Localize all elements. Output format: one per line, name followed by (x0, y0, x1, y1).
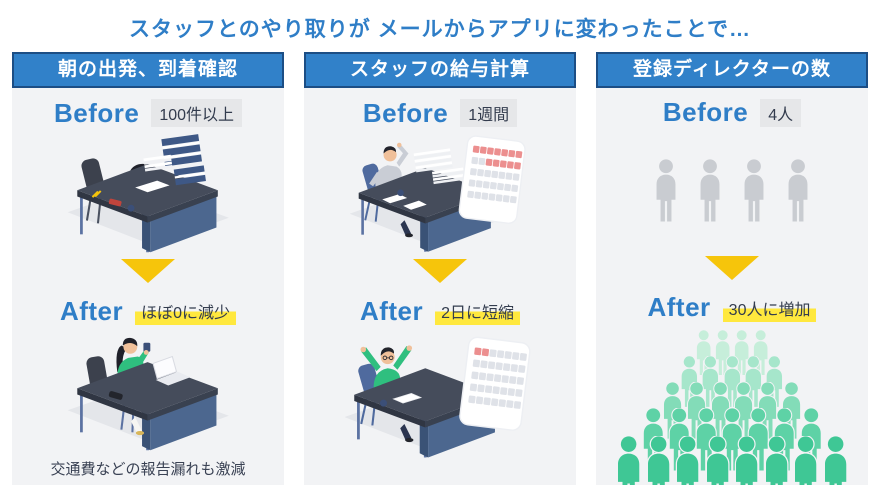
before-value: 100件以上 (151, 99, 243, 127)
page-title: スタッフとのやり取りが メールからアプリに変わったことで… (129, 18, 751, 41)
relaxed-desk-scene (68, 337, 230, 452)
after-value: 2日に短縮 (435, 297, 521, 325)
down-arrow-icon (413, 259, 467, 283)
columns-container: 朝の出発、到着確認 Before 100件以上 (0, 52, 880, 485)
before-label: Before (662, 97, 749, 128)
panel-payroll: スタッフの給与計算 Before 1週間 (304, 52, 576, 485)
stressed-desk-scene (350, 135, 527, 254)
before-label: Before (53, 97, 140, 128)
person-icon (738, 159, 770, 223)
crowd-row (611, 436, 854, 486)
directors-after-crowd (596, 330, 868, 486)
before-value: 4人 (760, 98, 802, 127)
after-label: After (59, 295, 124, 326)
calendar-after-icon (458, 336, 531, 431)
after-value: ほぼ0に減少 (135, 297, 237, 325)
after-label: After (359, 295, 424, 326)
before-row: Before 100件以上 (12, 95, 284, 131)
after-label: After (647, 292, 711, 323)
before-row: Before 4人 (596, 95, 868, 130)
panel-header: 登録ディレクターの数 (596, 52, 868, 88)
before-value: 1週間 (460, 99, 518, 127)
down-arrow-icon (121, 259, 175, 283)
panel-header: スタッフの給与計算 (304, 52, 576, 88)
relaxed-person-at-desk-illustration (12, 329, 284, 453)
panel-directors: 登録ディレクターの数 Before 4人 After 30人に増加 (596, 52, 868, 485)
panel-header: 朝の出発、到着確認 (12, 52, 284, 88)
person-icon (650, 159, 682, 223)
overworked-person-at-desk-illustration (12, 131, 284, 255)
after-value: 30人に増加 (722, 293, 817, 322)
celebrating-desk-scene (344, 336, 531, 459)
person-icon (782, 159, 814, 223)
after-row: After ほぼ0に減少 (12, 293, 284, 329)
down-arrow-icon (705, 256, 759, 281)
person-icon (694, 159, 726, 223)
stressed-person-desk-calendar-illustration (304, 131, 576, 255)
calendar-before-icon (459, 135, 527, 224)
footnote: 交通費などの報告漏れも激減 (50, 461, 246, 478)
overworked-desk-scene (68, 134, 230, 254)
panel-morning-check: 朝の出発、到着確認 Before 100件以上 (12, 52, 284, 485)
before-row: Before 1週間 (304, 95, 576, 131)
after-row: After 30人に増加 (596, 290, 868, 325)
after-row: After 2日に短縮 (304, 293, 576, 329)
person-icon (817, 436, 853, 486)
before-label: Before (362, 97, 449, 128)
directors-before-people (596, 130, 868, 252)
celebrating-person-desk-calendar-illustration (304, 329, 576, 461)
